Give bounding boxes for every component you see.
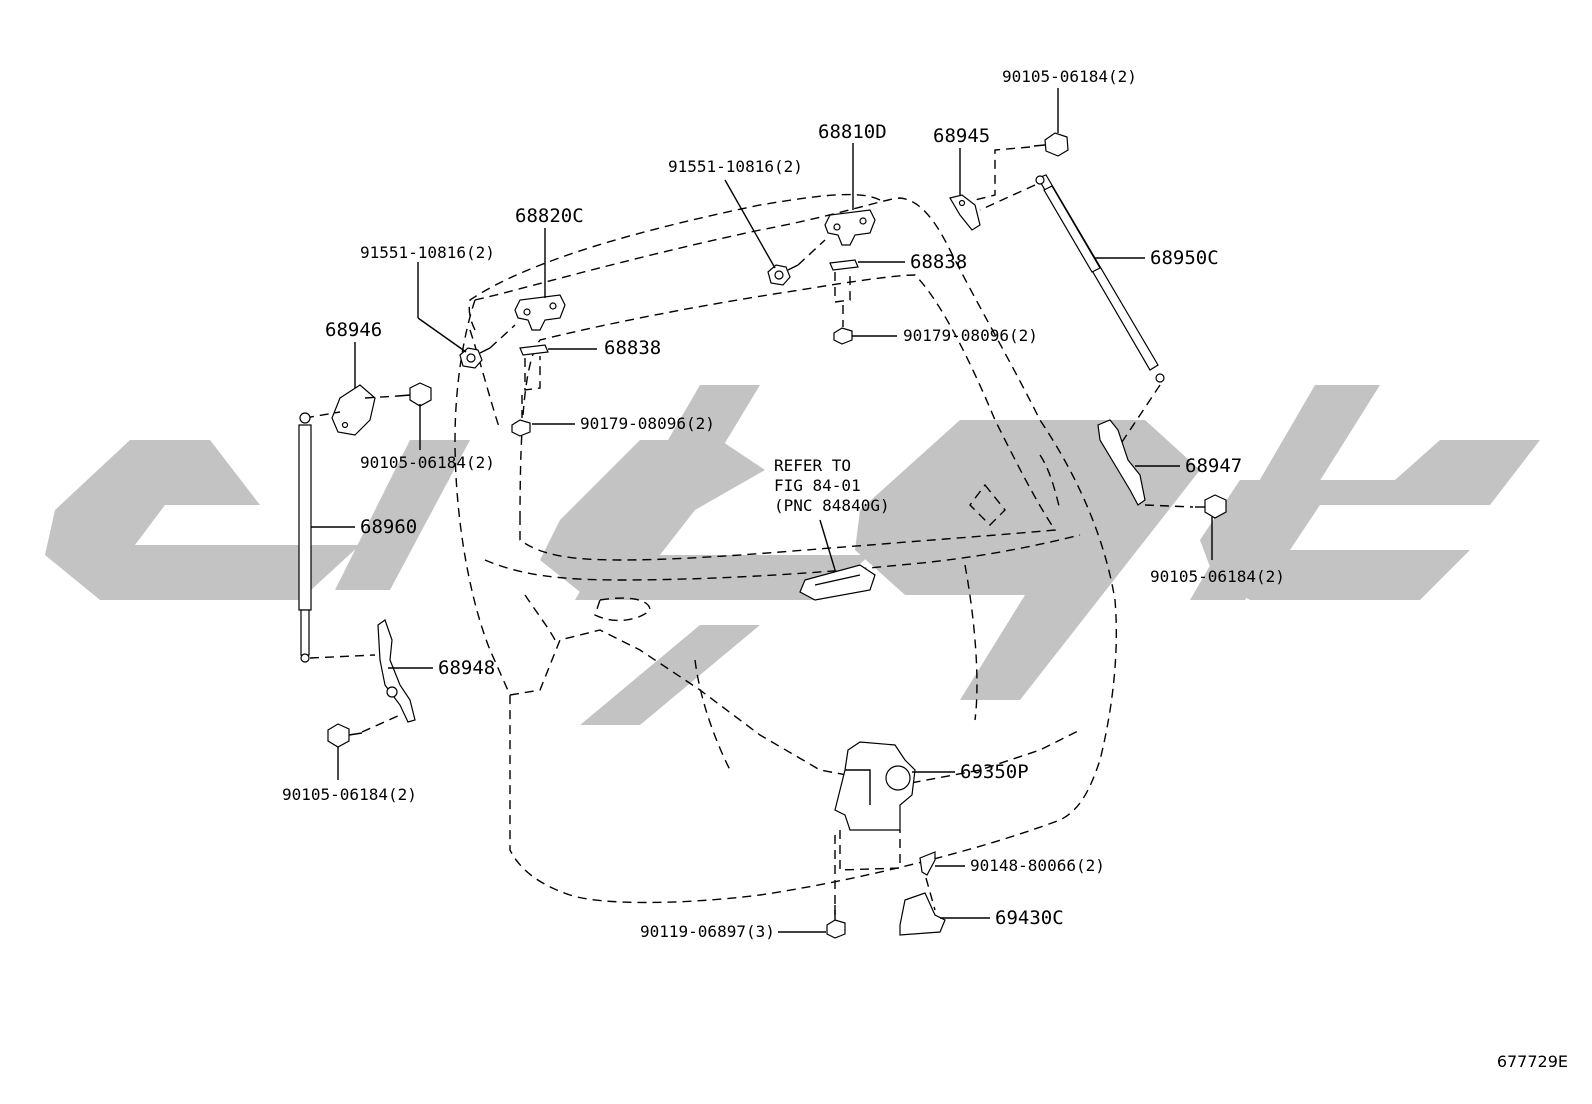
label-strut-right[interactable]: 68950C <box>1150 247 1219 269</box>
label-strut-left[interactable]: 68960 <box>360 516 417 538</box>
refer-note-line3: (PNC 84840G) <box>774 496 890 515</box>
refer-note-line1: REFER TO <box>774 456 851 475</box>
label-bolt-top-right[interactable]: 90105-06184(2) <box>1002 67 1137 86</box>
leader-dash <box>925 877 936 911</box>
label-hinge-left[interactable]: 68820C <box>515 205 584 227</box>
bracket-68946-icon <box>331 384 376 436</box>
leader-dash <box>364 395 399 399</box>
label-bolt-lock[interactable]: 90119-06897(3) <box>640 922 775 941</box>
door-handle-icon <box>799 564 876 601</box>
leader-dash <box>304 411 341 419</box>
bolt-top-right-icon <box>1033 132 1069 157</box>
shim-right-icon <box>829 259 859 303</box>
hinge-left-icon <box>514 294 566 331</box>
leader-dash <box>979 184 1036 211</box>
bolt-left-upper-icon <box>397 382 432 407</box>
strut-right-icon <box>1035 174 1165 383</box>
label-shim-right[interactable]: 68838 <box>910 251 967 273</box>
label-shim-left[interactable]: 68838 <box>604 337 661 359</box>
hinge-right-icon <box>824 209 876 246</box>
bolt-91551-left-icon <box>459 347 491 369</box>
label-nut-left[interactable]: 90179-08096(2) <box>580 414 715 433</box>
label-bracket-68948[interactable]: 68948 <box>438 657 495 679</box>
label-bolt-left-lower[interactable]: 90105-06184(2) <box>282 785 417 804</box>
leader-dash <box>1119 384 1161 446</box>
label-bolt-91551-left[interactable]: 91551-10816(2) <box>360 243 495 262</box>
bolt-left-lower-icon <box>327 723 363 748</box>
leader-dash <box>1144 504 1194 508</box>
label-hinge-right[interactable]: 68810D <box>818 121 887 143</box>
leader-dash <box>309 654 376 659</box>
leader-dash <box>974 146 1031 201</box>
label-bracket-68947[interactable]: 68947 <box>1185 455 1242 477</box>
nut-left-icon <box>511 395 531 437</box>
leader-dash <box>839 830 901 871</box>
nut-right-icon <box>833 305 853 345</box>
label-bolt-left-upper[interactable]: 90105-06184(2) <box>360 453 495 472</box>
lock-assembly-icon <box>834 741 916 831</box>
striker-cover-icon <box>899 892 946 936</box>
strut-left-icon <box>298 412 312 663</box>
watermark-logo <box>45 385 1540 725</box>
label-bolt-91551-right[interactable]: 91551-10816(2) <box>668 157 803 176</box>
label-screw-90148[interactable]: 90148-80066(2) <box>970 856 1105 875</box>
bracket-68947-icon <box>1097 419 1146 506</box>
bolt-91551-right-icon <box>767 264 799 286</box>
label-nut-right[interactable]: 90179-08096(2) <box>903 326 1038 345</box>
bolt-right-lower-icon <box>1195 494 1227 519</box>
bolt-lock-icon <box>826 905 846 939</box>
label-lock[interactable]: 69350P <box>960 761 1029 783</box>
refer-note[interactable]: REFER TO FIG 84-01 (PNC 84840G) <box>774 456 890 515</box>
screw-90148-icon <box>919 851 936 876</box>
refer-note-line2: FIG 84-01 <box>774 476 861 495</box>
leader-lines <box>311 88 1213 933</box>
label-striker-cover[interactable]: 69430C <box>995 907 1064 929</box>
leader-dash <box>489 324 516 349</box>
diagram-id: 677729E <box>1496 1052 1568 1071</box>
shim-left-icon <box>519 344 549 391</box>
label-bracket-68945[interactable]: 68945 <box>933 125 990 147</box>
bracket-68945-icon <box>949 194 981 231</box>
bracket-68948-icon <box>377 619 416 723</box>
label-bracket-68946[interactable]: 68946 <box>325 319 382 341</box>
leader-dash <box>361 714 401 733</box>
leader-dash <box>797 239 826 266</box>
label-bolt-right-lower[interactable]: 90105-06184(2) <box>1150 567 1285 586</box>
